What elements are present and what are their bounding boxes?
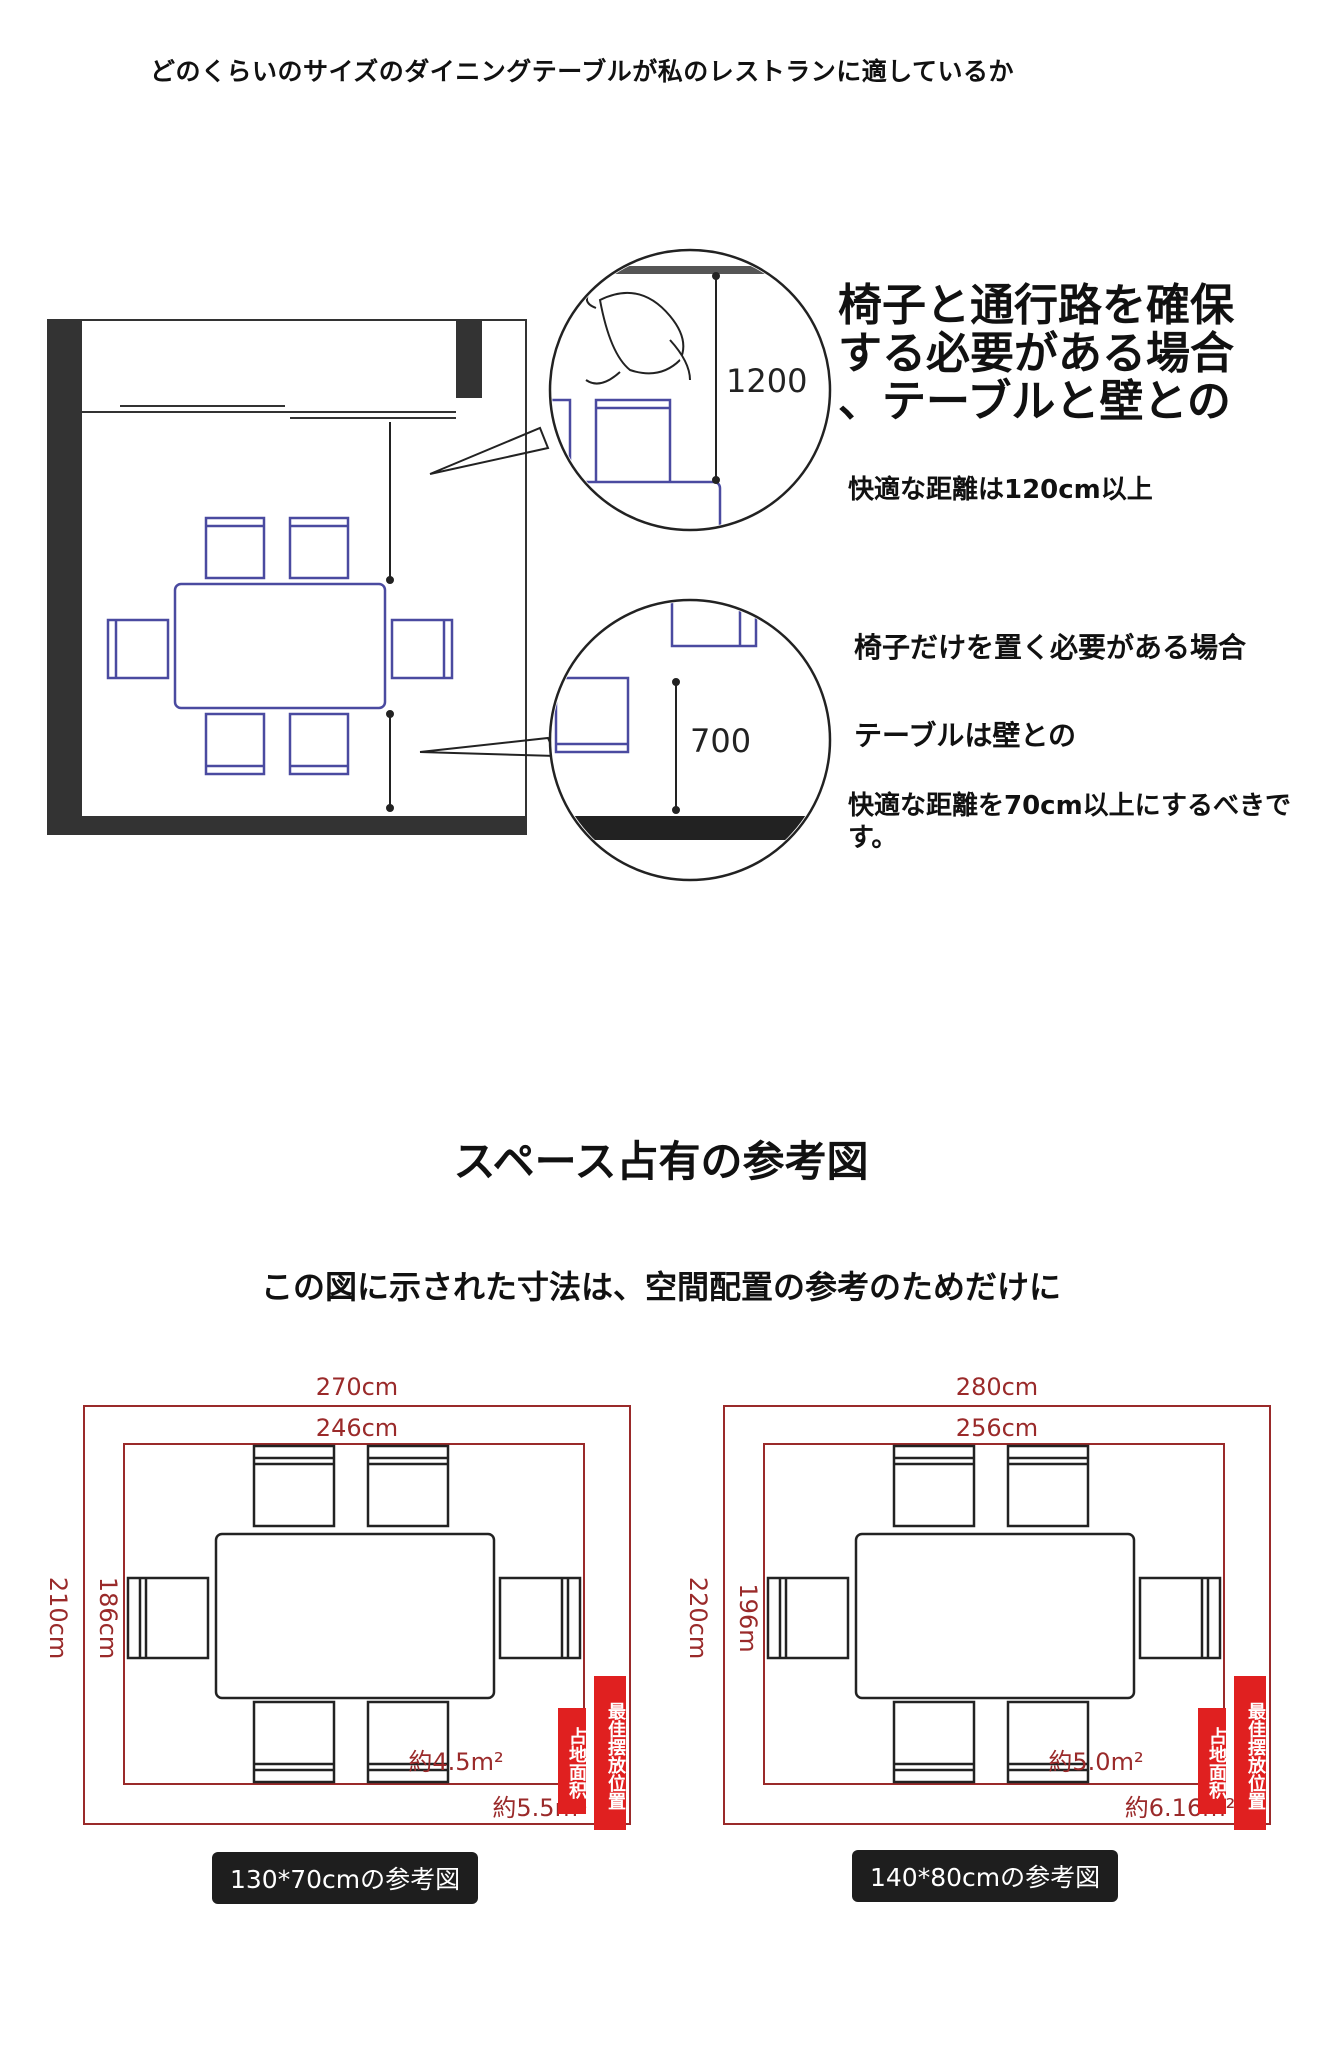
dim-label-1200: 1200 — [726, 362, 807, 400]
reference-plan-2: 280cm 256cm 220cm 196m 約5.0m² 約6.16m² — [684, 1373, 1271, 1825]
aisle-note-body: 快適な距離は120cm以上 — [848, 475, 1153, 505]
outer-height-label: 220cm — [684, 1577, 712, 1659]
chair-note-line2: テーブルは壁との — [854, 719, 1077, 752]
dimension-lines — [386, 422, 394, 812]
person-icon — [585, 289, 691, 385]
furniture — [766, 1444, 1222, 1784]
outer-width-label: 280cm — [956, 1373, 1038, 1401]
dining-table — [214, 1532, 496, 1700]
section-subtitle: この図に示された寸法は、空間配置の参考のためだけに — [260, 1268, 1061, 1306]
section-title: スペース占有の参考図 — [453, 1137, 869, 1186]
inner-area-outline — [123, 1443, 585, 1785]
inner-height-label: 196m — [734, 1583, 762, 1652]
chair — [204, 712, 266, 776]
outer-height-label: 210cm — [44, 1577, 72, 1659]
zoom-circle-aisle: 1200 — [548, 248, 832, 532]
callout-pointers — [419, 426, 558, 758]
heading-line: 、テーブルと壁との — [838, 376, 1231, 427]
best-position-tag: 最佳摆放位置 — [594, 1676, 626, 1830]
chair — [366, 1444, 450, 1528]
floor-plan-diagram: 1200 700 — [47, 248, 832, 882]
chair-note-line1: 椅子だけを置く必要がある場合 — [854, 631, 1247, 664]
aisle-note-heading: 椅子と通行路を確保 する必要がある場合 、テーブルと壁との — [838, 282, 1268, 426]
chair-note-line3: 快適な距離を70cm以上にするべきです。 — [848, 791, 1291, 853]
inner-area-label: 約5.0m² — [1048, 1748, 1143, 1776]
inner-width-label: 246cm — [316, 1414, 398, 1442]
dining-set — [106, 516, 454, 776]
dining-table — [854, 1532, 1136, 1700]
chair — [366, 1700, 450, 1784]
inner-height-label: 186cm — [94, 1577, 122, 1659]
outer-area-outline — [83, 1405, 631, 1825]
outer-width-label: 270cm — [316, 1373, 398, 1401]
area-tag: 占地面积 — [1198, 1708, 1227, 1814]
dim-label-700: 700 — [690, 722, 751, 760]
inner-width-label: 256cm — [956, 1414, 1038, 1442]
room-outline — [47, 319, 527, 835]
plan-caption: 140*80cmの参考図 — [852, 1850, 1119, 1902]
inner-area-label: 約4.5m² — [408, 1748, 503, 1776]
outer-area-outline — [723, 1405, 1271, 1825]
dining-table — [173, 582, 387, 710]
zoom-circle-wall: 700 — [548, 598, 832, 882]
chair — [1006, 1700, 1090, 1784]
chair — [252, 1444, 336, 1528]
chair — [1138, 1576, 1222, 1660]
chair — [252, 1700, 336, 1784]
chair — [126, 1576, 210, 1660]
heading-line: する必要がある場合 — [838, 328, 1234, 379]
area-tag: 占地面积 — [558, 1708, 587, 1814]
chair — [204, 516, 266, 580]
chair — [892, 1444, 976, 1528]
chair — [288, 516, 350, 580]
best-position-tag: 最佳摆放位置 — [1234, 1676, 1266, 1830]
reference-plan-1: 270cm 246cm 210cm 186cm 約4.5m² 約5.5m² — [44, 1373, 631, 1825]
chair — [892, 1700, 976, 1784]
page-title: どのくらいのサイズのダイニングテーブルが私のレストランに適しているか — [150, 57, 1015, 86]
chair — [498, 1576, 582, 1660]
furniture — [126, 1444, 582, 1784]
inner-area-outline — [763, 1443, 1225, 1785]
room-walls — [48, 320, 526, 834]
plan-caption: 130*70cmの参考図 — [212, 1852, 479, 1904]
chair — [766, 1576, 850, 1660]
chair — [1006, 1444, 1090, 1528]
chair — [390, 618, 454, 680]
chair — [106, 618, 170, 680]
chair — [288, 712, 350, 776]
window-line — [82, 405, 456, 419]
heading-line: 椅子と通行路を確保 — [838, 280, 1234, 331]
